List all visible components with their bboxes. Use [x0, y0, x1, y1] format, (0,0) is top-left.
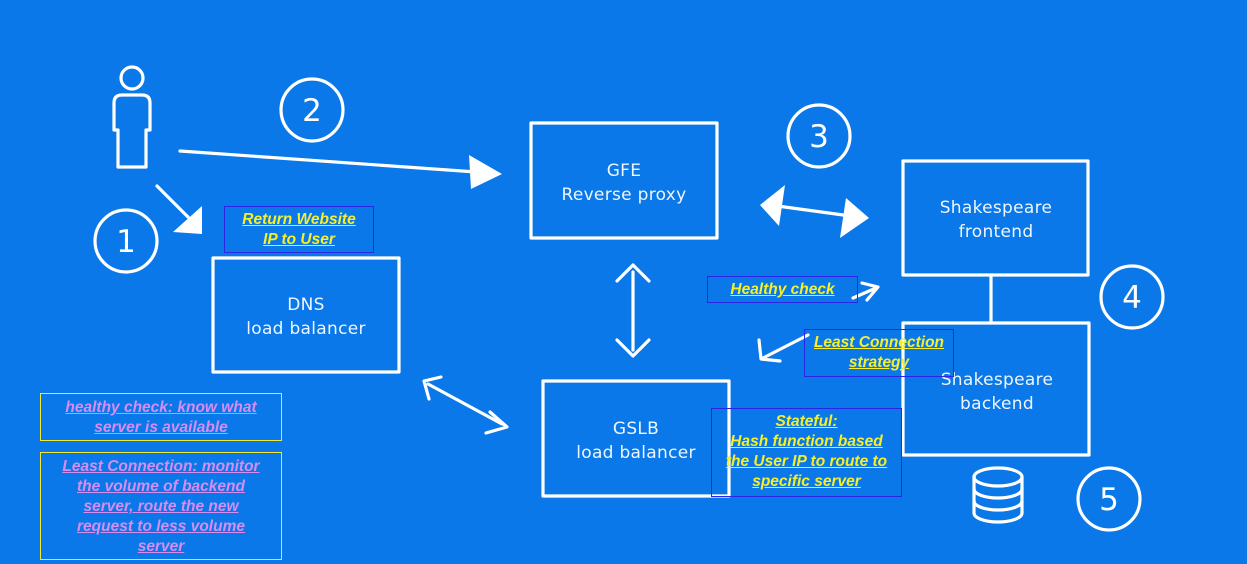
step-3-circle: [786, 103, 852, 169]
step-4-circle: [1099, 264, 1165, 330]
legend-least-connection-line3: server, route the new: [83, 498, 239, 515]
dns-title: DNS: [287, 295, 325, 315]
arrow-gfe-frontend: [768, 203, 860, 219]
arrow-dns-gslb: [422, 375, 509, 435]
legend-healthy-check: healthy check: know what server is avail…: [40, 393, 282, 441]
step-5-label: 5: [1099, 482, 1119, 518]
annotation-stateful: Stateful: Hash function based the User I…: [711, 408, 902, 497]
gfe-title: GFE: [607, 161, 642, 181]
arrowhead-gfe-left: [760, 185, 785, 226]
legend-least-connection-line4: request to less volume: [77, 518, 245, 535]
legend-least-connection-line5: server: [137, 538, 185, 555]
arrow-least-connection: [757, 333, 810, 363]
gfe-box: [529, 121, 719, 240]
annotation-healthy-check: Healthy check: [707, 276, 858, 303]
step-1-label: 1: [116, 224, 136, 260]
step-2-circle: [279, 77, 345, 143]
annotation-return-ip: Return Website IP to User: [224, 206, 374, 253]
backend-title: Shakespeare: [941, 370, 1054, 390]
dns-box: [211, 256, 401, 374]
step-5-circle: [1076, 466, 1142, 532]
annotation-stateful-line4: specific server: [752, 473, 861, 490]
backend-box: [901, 321, 1091, 457]
arrow-user-to-gfe: [178, 149, 478, 174]
legend-healthy-check-line1: healthy check: know what: [65, 399, 257, 416]
gfe-subtitle: Reverse proxy: [561, 185, 686, 205]
annotation-least-connection: Least Connection strategy: [804, 329, 954, 377]
annotation-stateful-line3: the User IP to route to: [725, 453, 888, 470]
step-3-label: 3: [809, 119, 829, 155]
annotation-stateful-line1: Stateful:: [775, 413, 838, 430]
arrow-user-to-dns: [155, 184, 190, 219]
step-1-circle: [93, 208, 159, 274]
annotation-return-ip-line1: Return Website: [242, 211, 356, 228]
annotation-return-ip-line2: IP to User: [263, 231, 335, 248]
annotation-healthy-check-line1: Healthy check: [730, 281, 835, 298]
gslb-title: GSLB: [613, 419, 659, 439]
legend-least-connection: Least Connection: monitor the volume of …: [40, 452, 282, 560]
step-2-label: 2: [302, 93, 322, 129]
legend-healthy-check-line2: server is available: [94, 419, 228, 436]
arrowhead-user-dns: [173, 206, 202, 234]
legend-least-connection-line1: Least Connection: monitor: [62, 458, 260, 475]
annotation-least-connection-line1: Least Connection: [813, 334, 945, 351]
legend-least-connection-line2: the volume of backend: [77, 478, 245, 495]
user-icon: [112, 65, 152, 169]
backend-subtitle: backend: [960, 394, 1034, 414]
frontend-title: Shakespeare: [940, 198, 1053, 218]
database-icon: [972, 466, 1024, 524]
arrow-gfe-gslb: [615, 263, 651, 358]
frontend-box: [901, 159, 1090, 277]
arrowhead-user-gfe: [469, 155, 502, 189]
step-4-label: 4: [1122, 280, 1142, 316]
dns-subtitle: load balancer: [246, 319, 366, 339]
annotation-least-connection-line2: strategy: [848, 354, 910, 371]
annotation-stateful-line2: Hash function based: [730, 433, 883, 450]
arrowhead-frontend-right: [840, 198, 869, 238]
gslb-box: [541, 379, 731, 498]
arrow-health-check: [851, 281, 880, 302]
gslb-subtitle: load balancer: [576, 443, 696, 463]
frontend-subtitle: frontend: [959, 222, 1034, 242]
